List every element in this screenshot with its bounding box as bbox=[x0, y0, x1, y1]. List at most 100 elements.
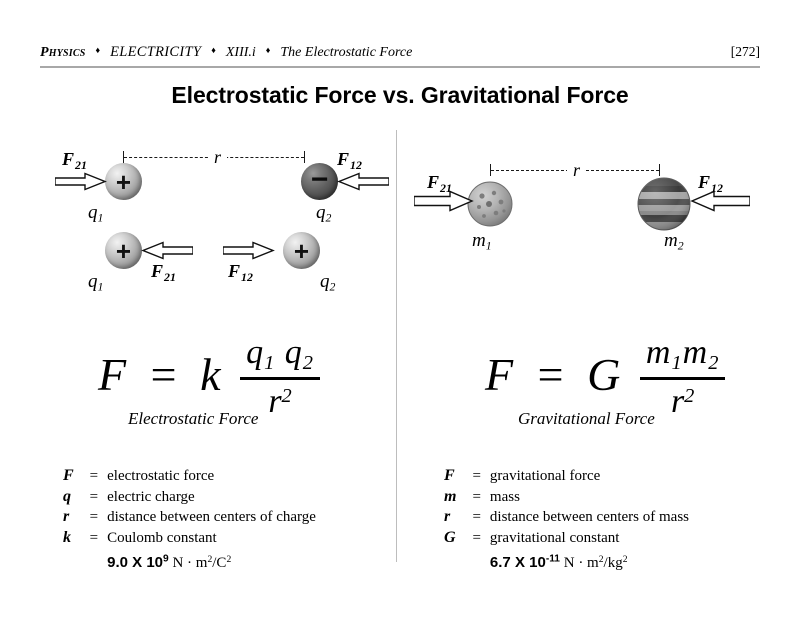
formula-caption-gravitational: Gravitational Force bbox=[518, 409, 655, 428]
legend-symbol: r bbox=[444, 508, 451, 525]
legend-symbol: F bbox=[444, 467, 455, 484]
legend-equals: = bbox=[472, 468, 481, 484]
charge-positive-q1-row2: + bbox=[105, 232, 142, 269]
legend-constant-row: 6.7 X 10-11 N · m2/kg2 bbox=[444, 548, 689, 573]
gravitational-constant-value: 6.7 X 10-11 N · m2/kg2 bbox=[489, 553, 628, 571]
force-label-f12-row2: F12 bbox=[228, 261, 253, 284]
breadcrumb-section: XIII.i bbox=[225, 45, 256, 60]
breadcrumb-subject: Physics bbox=[40, 45, 86, 60]
legend-row: r = distance between centers of mass bbox=[444, 507, 689, 528]
legend-definition: electric charge bbox=[107, 488, 195, 505]
breadcrumb-topic: The Electrostatic Force bbox=[280, 45, 413, 60]
legend-symbol: r bbox=[63, 508, 70, 525]
distance-label-r: r bbox=[567, 161, 587, 179]
formula-denominator: r2 bbox=[268, 382, 292, 420]
page-number: [272] bbox=[730, 44, 760, 59]
formula-fraction: q1 q2 r2 bbox=[240, 334, 320, 421]
legend-definition: distance between centers of mass bbox=[489, 509, 690, 525]
legend-row: r = distance between centers of charge bbox=[63, 507, 316, 528]
legend-row: F = electrostatic force bbox=[63, 466, 316, 487]
legend-equals: = bbox=[89, 468, 99, 484]
electrostatic-legend: F = electrostatic force q = electric cha… bbox=[63, 466, 316, 573]
fraction-bar bbox=[240, 377, 320, 380]
formula-equals: = bbox=[147, 348, 179, 400]
charge-label-q1: q1 bbox=[88, 202, 104, 225]
force-label-f12: F12 bbox=[698, 172, 723, 195]
panel-divider bbox=[396, 130, 397, 562]
force-arrow-left-f12 bbox=[337, 172, 389, 191]
formula-equals: = bbox=[534, 348, 566, 400]
legend-equals: = bbox=[89, 529, 99, 546]
formula-numerator: q1 q2 bbox=[246, 334, 314, 375]
formula-constant-g: G bbox=[587, 348, 621, 400]
gravitational-legend: F = gravitational force m = mass r = dis… bbox=[444, 466, 689, 573]
legend-symbol: F bbox=[63, 467, 74, 484]
distance-tick-left bbox=[490, 164, 491, 176]
plus-sign-icon: + bbox=[115, 166, 132, 197]
legend-definition: gravitational constant bbox=[489, 529, 620, 546]
electrostatic-panel: r + q1 − q2 F21 F12 + bbox=[0, 0, 396, 617]
formula-numerator: m1m2 bbox=[645, 334, 720, 375]
mass-label-m1: m1 bbox=[472, 230, 492, 253]
diamond-separator-icon: ♦ bbox=[211, 45, 216, 55]
formula-constant-k: k bbox=[200, 348, 221, 400]
force-label-f21-row2: F21 bbox=[151, 261, 176, 284]
legend-symbol: m bbox=[444, 487, 457, 505]
formula-lhs: F bbox=[485, 348, 514, 400]
legend-symbol: q bbox=[63, 487, 71, 505]
charge-label-q1-row2: q1 bbox=[88, 271, 104, 294]
formula-fraction: m1m2 r2 bbox=[639, 334, 726, 421]
minus-sign-icon: − bbox=[310, 162, 329, 196]
charge-positive-q1: + bbox=[105, 163, 142, 200]
distance-tick-right bbox=[659, 164, 660, 176]
legend-equals: = bbox=[472, 509, 481, 525]
distance-label-r: r bbox=[208, 148, 228, 166]
charge-negative-q2: − bbox=[301, 163, 338, 200]
newton-gravitation-formula: F = G m1m2 r2 bbox=[485, 334, 726, 423]
force-arrow-right-f12-row2 bbox=[223, 241, 275, 260]
legend-row: q = electric charge bbox=[63, 487, 316, 508]
legend-row: k = Coulomb constant bbox=[63, 528, 316, 549]
force-label-f21: F21 bbox=[427, 172, 452, 195]
charge-label-q2: q2 bbox=[316, 202, 332, 225]
breadcrumb: Physics ♦ ELECTRICITY ♦ XIII.i ♦ The Ele… bbox=[40, 44, 412, 61]
cratered-moon-m1 bbox=[467, 181, 513, 227]
charge-label-q2-row2: q2 bbox=[320, 271, 336, 294]
coulomb-law-formula: F = k q1 q2 r2 bbox=[98, 334, 320, 423]
page-title: Electrostatic Force vs. Gravitational Fo… bbox=[171, 82, 629, 108]
charge-positive-q2-row2: + bbox=[283, 232, 320, 269]
force-arrow-left-f12 bbox=[690, 190, 750, 212]
legend-equals: = bbox=[472, 529, 481, 546]
banded-planet-m2 bbox=[637, 177, 691, 231]
fraction-bar bbox=[639, 377, 726, 380]
force-label-f21: F21 bbox=[62, 149, 87, 172]
plus-sign-icon: + bbox=[115, 235, 132, 266]
legend-definition: Coulomb constant bbox=[107, 529, 217, 546]
force-label-f12: F12 bbox=[337, 149, 362, 172]
formula-denominator: r2 bbox=[670, 382, 695, 420]
diamond-separator-icon: ♦ bbox=[265, 45, 271, 55]
diamond-separator-icon: ♦ bbox=[95, 45, 101, 55]
legend-symbol: k bbox=[63, 528, 71, 546]
force-arrow-right-f21 bbox=[414, 190, 474, 212]
plus-sign-icon: + bbox=[293, 235, 310, 266]
force-arrow-right-f21 bbox=[55, 172, 107, 191]
distance-tick-left bbox=[123, 151, 124, 163]
legend-definition: mass bbox=[489, 488, 520, 505]
legend-row: F = gravitational force bbox=[444, 466, 689, 487]
legend-symbol: G bbox=[444, 528, 456, 546]
legend-equals: = bbox=[89, 488, 99, 505]
header-rule bbox=[40, 66, 760, 68]
distance-tick-right bbox=[304, 151, 305, 163]
legend-equals: = bbox=[89, 509, 99, 525]
mass-label-m2: m2 bbox=[664, 230, 684, 253]
legend-constant-row: 9.0 X 109 N · m2/C2 bbox=[63, 548, 316, 573]
formula-lhs: F bbox=[98, 348, 127, 400]
legend-row: m = mass bbox=[444, 487, 689, 508]
legend-definition: distance between centers of charge bbox=[107, 509, 316, 525]
legend-row: G = gravitational constant bbox=[444, 528, 689, 549]
breadcrumb-unit: ELECTRICITY bbox=[110, 44, 202, 60]
formula-caption-electrostatic: Electrostatic Force bbox=[128, 409, 259, 428]
gravitational-panel: r m1 bbox=[400, 0, 796, 617]
legend-equals: = bbox=[472, 488, 481, 505]
